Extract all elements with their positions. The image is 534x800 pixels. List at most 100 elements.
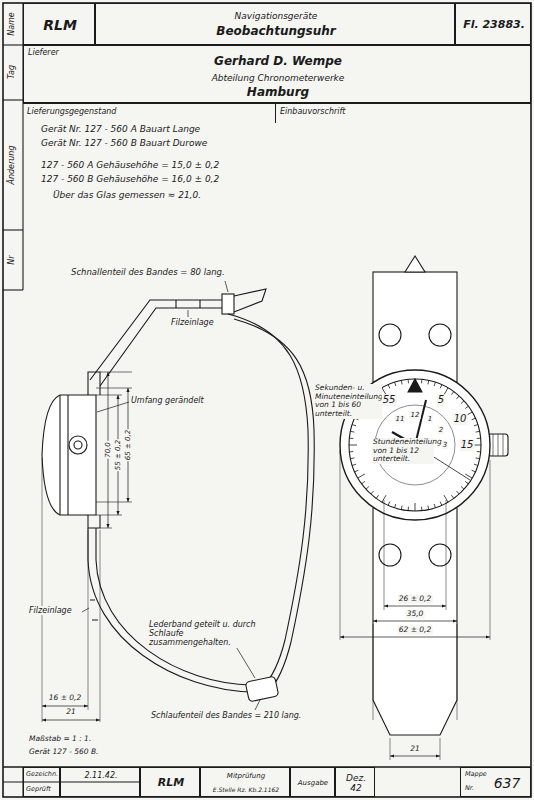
strip-line (3, 99, 23, 100)
cell-text: Abteilung Chronometerwerke (212, 73, 345, 83)
strip-line (3, 44, 23, 45)
date-cell: 2.11.42. (60, 767, 140, 797)
tick-mark (474, 464, 478, 465)
dial-number: 10 (453, 413, 468, 425)
tick-mark (477, 438, 481, 439)
cell-text: 637 (494, 775, 521, 791)
tick-mark (451, 495, 453, 498)
tick-mark (355, 470, 359, 472)
tick-mark (440, 385, 442, 389)
cell-text: Dez. 42 (341, 773, 371, 794)
front-view (340, 256, 508, 760)
buckle (222, 294, 234, 314)
title-cell: RLM (23, 3, 95, 45)
cell-text: Gezeichn. (26, 771, 58, 778)
tick-mark (395, 504, 396, 508)
side-view (42, 281, 314, 722)
cell-text: Beobachtungsuhr (216, 25, 335, 39)
cell-text: Ausgabe (298, 779, 328, 787)
tick-mark (349, 451, 353, 452)
strip-line (3, 229, 23, 230)
cell-text: Gerhard D. Wempe (214, 55, 342, 69)
dimension: 65 ± 0,2 (124, 429, 132, 461)
strap-hole (429, 544, 451, 566)
tick-mark (350, 457, 354, 459)
leader-line (225, 281, 228, 292)
tick-mark (421, 507, 422, 511)
folder-cell: MappeNr.637 (460, 767, 531, 797)
tick-mark (350, 431, 354, 433)
tick-mark (395, 382, 396, 386)
strap-hole (379, 324, 401, 346)
tick-mark (376, 495, 378, 498)
tick-mark (474, 425, 478, 426)
tick-mark (352, 464, 356, 465)
tick-mark (388, 502, 390, 506)
tick-mark (465, 406, 468, 408)
date-cell: Dez. 42 (335, 767, 375, 797)
tick-mark (476, 431, 480, 433)
dimension-line (384, 606, 446, 607)
bezel-line (59, 395, 60, 515)
leader-line (255, 700, 260, 710)
tick-mark (461, 487, 464, 490)
cell-text: Gerät Nr. 127 - 560 A Bauart Lange (41, 124, 200, 134)
dimension: 16 ± 0,2 (48, 694, 83, 703)
check-cell: MitprüfungE.Stelle Rz. Kb.2.1162 (200, 767, 290, 797)
cell-text: Geprüft (26, 786, 51, 793)
tick-mark (401, 380, 403, 384)
item-cell: LieferungsgegenstandGerät Nr. 127 - 560 … (23, 103, 275, 243)
callout-text: Schlaufenteil des Bandes = 210 lang. (150, 711, 302, 720)
install-cell: Einbauvorschrift (275, 103, 531, 123)
cell-text: E.Stelle Rz. Kb.2.1162 (213, 787, 279, 794)
cell-text: RLM (158, 777, 184, 790)
tick-mark (362, 481, 365, 483)
callout-text: Filzeinlage (170, 318, 215, 327)
crown-knurl (493, 434, 503, 456)
crown (69, 436, 87, 454)
cell-text: 127 - 560 A Gehäusehöhe = 15,0 ± 0,2 (41, 160, 219, 170)
dimension: 35,0 (406, 610, 425, 619)
tick-mark (415, 503, 416, 511)
tick-mark (457, 396, 460, 399)
tick-mark (358, 474, 365, 478)
buckle-prong (234, 289, 266, 312)
cell-text: Mitprüfung (227, 772, 265, 780)
dimension: 70,0 (104, 441, 112, 459)
rlm-cell: RLM (140, 767, 200, 797)
felt-insert (90, 600, 98, 620)
tick-mark (465, 481, 468, 483)
dial-number: 15 (460, 439, 475, 451)
strip-label: Änderung (7, 144, 16, 185)
strip-label: Nr (7, 254, 16, 265)
tick-mark (457, 491, 460, 494)
strap-bottom (88, 528, 252, 692)
tick-mark (408, 507, 409, 511)
index-triangle (408, 379, 422, 392)
dimension-line (340, 637, 490, 638)
cell-text: Mappe (465, 771, 487, 778)
cell-text: 127 - 560 B Gehäusehöhe = 16,0 ± 0,2 (41, 174, 219, 184)
strap-bottom (373, 508, 457, 735)
extension-line (96, 372, 132, 528)
tick-mark (477, 451, 481, 452)
tick-mark (388, 385, 390, 389)
callout-text: Sekunden- u. Minuteneinteilung von 1 bis… (314, 384, 382, 419)
tick-mark (349, 438, 353, 439)
tick-mark (476, 457, 480, 459)
tick-mark (427, 380, 429, 384)
dimension-line (373, 621, 457, 622)
supplier-cell: LiefererGerhard D. WempeAbteilung Chrono… (23, 45, 531, 103)
cell-text: 2.11.42. (84, 771, 117, 780)
sheet-frame (3, 3, 531, 797)
dimension-line (42, 720, 100, 721)
tick-mark (434, 382, 435, 386)
dimension: 26 ± 0,2 (398, 595, 433, 604)
cell-text: Navigationsgeräte (235, 11, 318, 21)
title-cell: NavigationsgeräteBeobachtungsuhr (95, 3, 455, 45)
leader-line (235, 645, 255, 678)
tick-mark (401, 506, 403, 510)
dial-number: 11 (395, 415, 406, 423)
